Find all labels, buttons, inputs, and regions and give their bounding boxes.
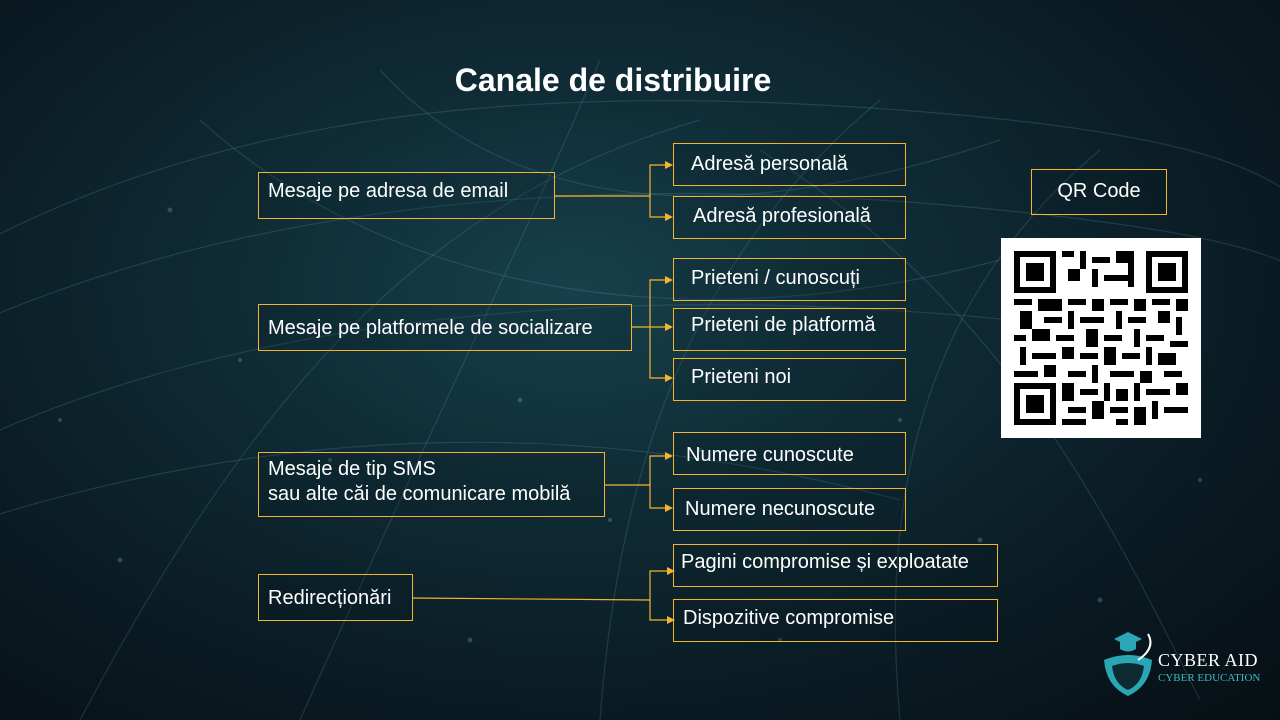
item-box: Prieteni de platformă: [673, 308, 906, 351]
graduation-shield-icon: [1104, 632, 1152, 696]
category-sms-label-line2: sau alte căi de comunicare mobilă: [268, 483, 571, 505]
item-label: Adresă personală: [691, 153, 848, 175]
item-label: Prieteni de platformă: [691, 314, 876, 336]
category-sms-label-line1: Mesaje de tip SMS: [268, 458, 436, 480]
cyber-aid-logo: CYBER AID CYBER EDUCATION: [1098, 630, 1273, 710]
item-box: Prieteni noi: [673, 358, 906, 401]
item-label: Numere necunoscute: [685, 498, 876, 520]
item-box: Prieteni / cunoscuți: [673, 258, 906, 301]
category-email-label: Mesaje pe adresa de email: [268, 180, 509, 202]
category-redirect-label: Redirecționări: [268, 587, 392, 609]
item-box: Numere necunoscute: [673, 488, 906, 531]
item-box: Pagini compromise și exploatate: [673, 544, 998, 587]
category-email: Mesaje pe adresa de email: [258, 172, 555, 219]
category-social-label: Mesaje pe platformele de socializare: [268, 317, 593, 339]
logo-tagline: CYBER EDUCATION: [1158, 672, 1261, 684]
logo-name: CYBER AID: [1158, 650, 1259, 670]
item-label: Pagini compromise și exploatate: [681, 551, 969, 573]
qr-code-label-box: QR Code: [1031, 169, 1167, 215]
page-title: Canale de distribuire: [454, 62, 772, 98]
item-label: Dispozitive compromise: [683, 607, 895, 629]
item-label: Numere cunoscute: [686, 444, 854, 466]
item-box: Adresă profesională: [673, 196, 906, 239]
item-label: Prieteni / cunoscuți: [691, 267, 860, 289]
item-box: Dispozitive compromise: [673, 599, 998, 642]
item-box: Adresă personală: [673, 143, 906, 186]
category-social: Mesaje pe platformele de socializare: [258, 304, 632, 351]
qr-code-pattern: [1014, 251, 1188, 425]
category-sms: Mesaje de tip SMS sau alte căi de comuni…: [258, 452, 605, 517]
category-redirect: Redirecționări: [258, 574, 413, 621]
item-box: Numere cunoscute: [673, 432, 906, 475]
item-label: Prieteni noi: [691, 366, 792, 388]
qr-code-label: QR Code: [1057, 180, 1141, 202]
qr-code: [1001, 238, 1201, 438]
item-label: Adresă profesională: [693, 205, 871, 227]
